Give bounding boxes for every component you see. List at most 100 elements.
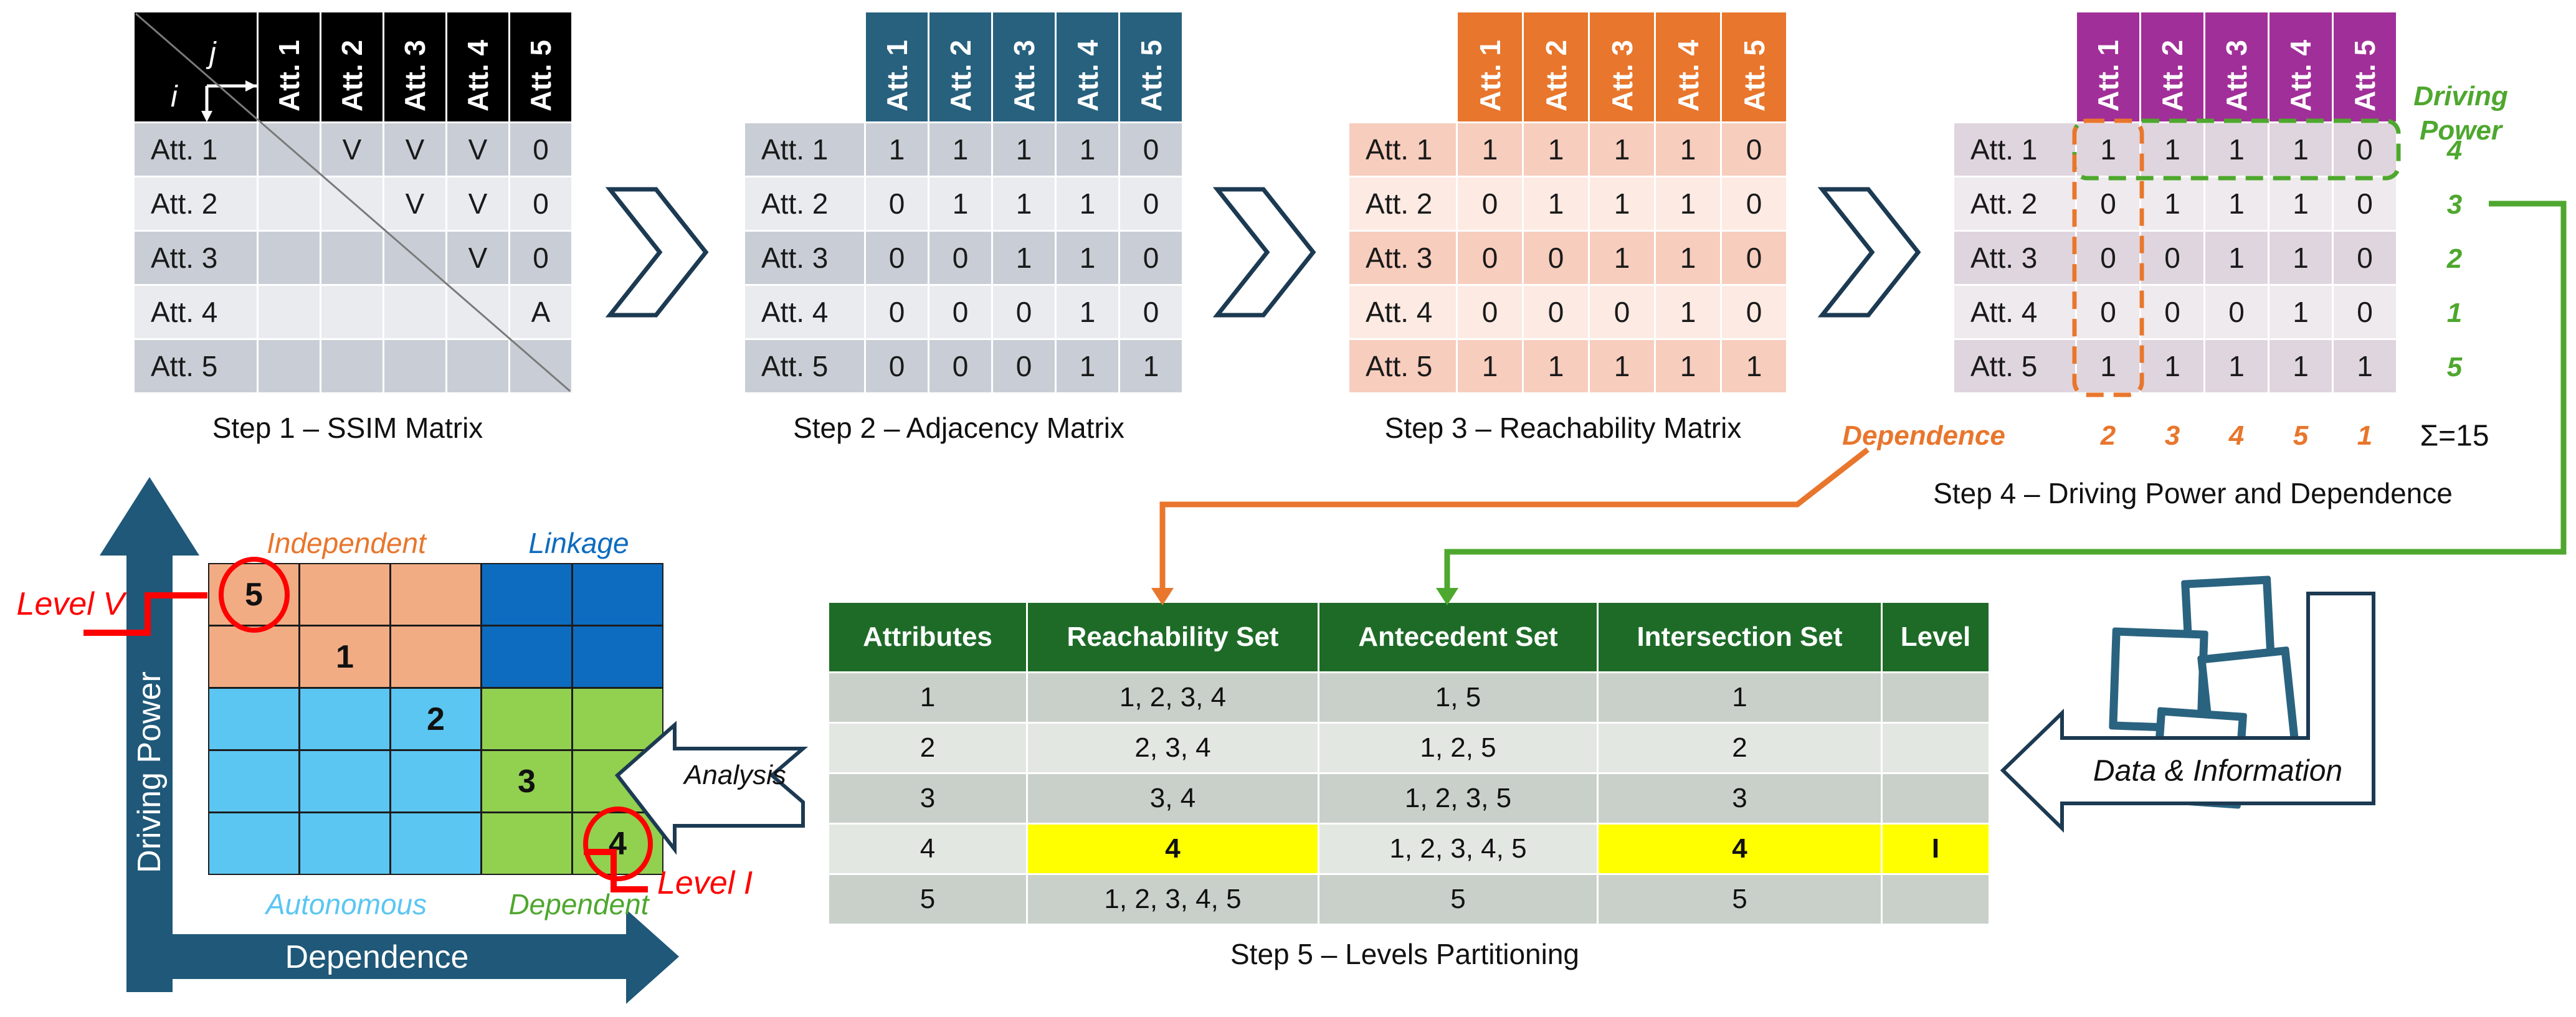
partition-table-header: Level xyxy=(1883,603,1989,671)
quadrant-cell xyxy=(481,625,573,688)
quadrant-cell xyxy=(481,688,573,750)
matrix-cell: 1 xyxy=(2334,340,2396,392)
partition-table-cell: 1, 2, 3, 4 xyxy=(1028,673,1318,722)
matrix-column-header-text: Att. 5 xyxy=(1737,40,1770,111)
partition-table-cell: 2 xyxy=(1599,724,1881,772)
driving-power-value: 1 xyxy=(2446,298,2463,328)
matrix-cell xyxy=(259,286,320,338)
matrix-cell: 1 xyxy=(929,177,991,230)
matrix-cell xyxy=(321,177,383,230)
matrix-column-header-text: Att. 4 xyxy=(1071,40,1104,111)
matrix-cell: 1 xyxy=(929,123,991,176)
matrix-column-header-text: Att. 3 xyxy=(1007,40,1040,111)
matrix-column-header: Att. 2 xyxy=(321,12,383,121)
quadrant-cell xyxy=(299,563,391,626)
matrix-cell: 0 xyxy=(866,286,928,338)
quadrant-label-linkage: Linkage xyxy=(528,527,629,559)
matrix-row-label: Att. 2 xyxy=(135,177,257,230)
partition-table-cell: 5 xyxy=(1319,875,1597,924)
matrix-cell: 0 xyxy=(2334,123,2396,176)
quadrant-cell xyxy=(390,625,482,688)
quadrant-cell xyxy=(572,625,663,688)
matrix-cell: 0 xyxy=(2141,232,2203,284)
partition-table-cell: 5 xyxy=(829,875,1026,924)
matrix-corner-cell xyxy=(745,12,864,121)
matrix-cell: 0 xyxy=(1722,177,1786,230)
analysis-arrow-label: Analysis xyxy=(684,760,786,790)
corner-j-label: j xyxy=(209,37,216,70)
matrix-cell: 0 xyxy=(993,340,1055,392)
matrix-cell: 1 xyxy=(2205,340,2268,392)
matrix-cell: 1 xyxy=(1458,340,1522,392)
matrix-cell: 1 xyxy=(2269,340,2332,392)
data-information-arrow-label: Data & Information xyxy=(2093,754,2343,788)
matrix-cell: 0 xyxy=(1458,232,1522,284)
matrix-cell: 1 xyxy=(1524,177,1588,230)
matrix-column-header-text: Att. 1 xyxy=(1473,40,1506,111)
quadrant-cell xyxy=(208,625,300,688)
quadrant-cell xyxy=(208,812,300,875)
matrix-cell xyxy=(259,232,320,284)
matrix-cell: 1 xyxy=(1656,177,1720,230)
flow-arrow-step3-to-step4 xyxy=(1817,187,1921,318)
partition-table-cell: 1 xyxy=(829,673,1026,722)
partition-table-header: Intersection Set xyxy=(1599,603,1881,671)
matrix-cell: 0 xyxy=(1120,123,1182,176)
matrix-column-header-text: Att. 4 xyxy=(1671,40,1704,111)
matrix-cell: 0 xyxy=(1722,232,1786,284)
matrix-row-label: Att. 1 xyxy=(1954,123,2075,176)
matrix-cell: 0 xyxy=(1524,286,1588,338)
partition-table-cell: 2 xyxy=(829,724,1026,772)
matrix-column-header: Att. 2 xyxy=(2141,12,2203,121)
corner-i-label: i xyxy=(171,80,178,113)
quadrant-cell: 5 xyxy=(208,563,300,626)
matrix-cell: 0 xyxy=(866,232,928,284)
dependence-value: 3 xyxy=(2164,420,2180,451)
matrix-cell: 0 xyxy=(1120,286,1182,338)
partition-table-cell: I xyxy=(1883,825,1989,873)
matrix-column-header: Att. 1 xyxy=(866,12,928,121)
quadrant-cell xyxy=(299,812,391,875)
dependence-value: 2 xyxy=(2100,420,2116,451)
matrix-row-label: Att. 3 xyxy=(745,232,864,284)
quadrant-number: 2 xyxy=(427,701,445,737)
matrix-cell: V xyxy=(384,123,445,176)
matrix-cell xyxy=(384,232,445,284)
partition-table-cell: 1, 5 xyxy=(1319,673,1597,722)
matrix-cell: 0 xyxy=(929,340,991,392)
sum-label: Σ=15 xyxy=(2420,419,2489,453)
matrix-cell: 1 xyxy=(1590,123,1654,176)
partition-table-cell xyxy=(1883,724,1989,772)
matrix-cell: 0 xyxy=(2141,286,2203,338)
matrix-column-header-text: Att. 2 xyxy=(336,40,368,111)
matrix-column-header: Att. 2 xyxy=(929,12,991,121)
quadrant-cell xyxy=(481,812,573,875)
matrix-column-header: Att. 1 xyxy=(2077,12,2139,121)
matrix-cell: 0 xyxy=(510,123,571,176)
step4-caption: Step 4 – Driving Power and Dependence xyxy=(1933,477,2453,509)
partition-table-cell: 1, 2, 3, 5 xyxy=(1319,774,1597,823)
quadrant-cell xyxy=(390,563,482,626)
partition-table-cell: 1, 2, 3, 4, 5 xyxy=(1319,825,1597,873)
matrix-corner-cell xyxy=(1349,12,1456,121)
matrix-cell: 0 xyxy=(1722,286,1786,338)
matrix-row-label: Att. 5 xyxy=(135,340,257,392)
matrix-cell: 0 xyxy=(1590,286,1654,338)
matrix-cell: 1 xyxy=(2077,123,2139,176)
matrix-column-header: Att. 5 xyxy=(1722,12,1786,121)
matrix-cell: V xyxy=(447,123,508,176)
matrix-cell: 1 xyxy=(2205,123,2268,176)
matrix-cell: 1 xyxy=(1057,177,1118,230)
partition-table-cell: 1, 2, 5 xyxy=(1319,724,1597,772)
matrix-row-label: Att. 1 xyxy=(135,123,257,176)
matrix-column-header: Att. 3 xyxy=(2205,12,2268,121)
matrix-cell: 1 xyxy=(993,232,1055,284)
partition-table-header: Attributes xyxy=(829,603,1026,671)
matrix-row-label: Att. 4 xyxy=(1954,286,2075,338)
matrix-cell: 0 xyxy=(1458,286,1522,338)
